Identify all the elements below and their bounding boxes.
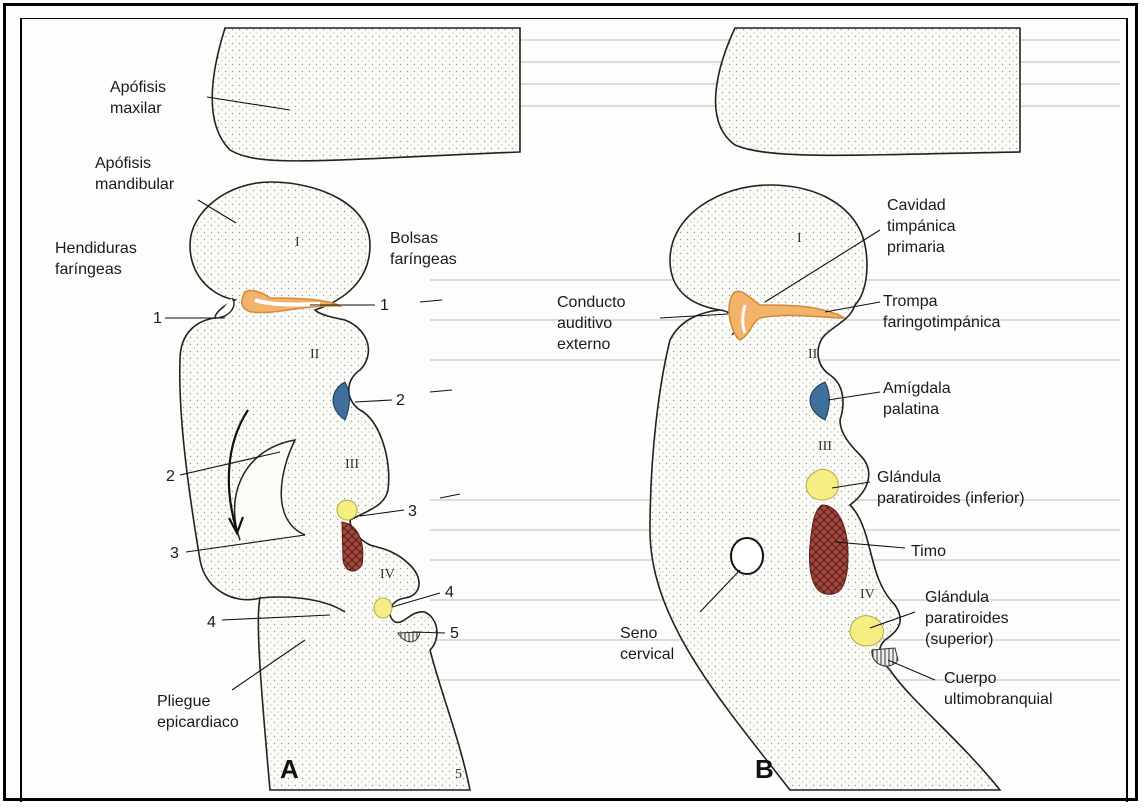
arch-iii-a: III (345, 457, 359, 472)
arches-body-a (180, 182, 470, 790)
parathyroid-inf-label-1: Glándula (877, 469, 941, 486)
parathyroid-sup-label-3: (superior) (925, 631, 993, 648)
panel-b: I II III IV Cavidad timpánica primaria Con… (557, 28, 1053, 790)
ultimobranchial-label-2: ultimobranquial (944, 691, 1053, 708)
parathyroid-sup-label-1: Glándula (925, 589, 989, 606)
tympanic-label-1: Cavidad (887, 197, 946, 214)
panel-a: Apófisis maxilar Apófisis mandibular Hendi… (55, 28, 520, 790)
clefts-label-1: Hendiduras (55, 240, 137, 257)
arch-ii-b: II (808, 347, 818, 362)
cleft-1-number: 1 (153, 310, 162, 327)
pouch-4-number: 4 (445, 584, 454, 601)
canal-label-1: Conducto (557, 294, 626, 311)
parathyroid-inf-label-2: paratiroides (inferior) (877, 490, 1025, 507)
tympanic-label-3: primaria (887, 239, 945, 256)
tonsil-label-1: Amígdala (883, 380, 951, 397)
tube-label-1: Trompa (883, 293, 938, 310)
arch-iii-b: III (818, 439, 832, 454)
arch-i-a: I (295, 235, 300, 250)
page-mark: 5 (455, 767, 462, 782)
pouches-label-1: Bolsas (390, 230, 438, 247)
cleft-4-number: 4 (207, 614, 216, 631)
thymus-label: Timo (911, 543, 946, 560)
pouch-5-number: 5 (450, 625, 459, 642)
epicardial-label-1: Pliegue (157, 693, 210, 710)
pouch-3-parathyroid-a (337, 500, 357, 520)
maxillary-process-b (716, 28, 1020, 155)
tympanic-label-2: timpánica (887, 218, 956, 235)
thymus-a (342, 522, 363, 571)
parathyroid-superior-b (850, 616, 884, 646)
panel-b-letter: B (755, 754, 774, 784)
canal-label-2: auditivo (557, 315, 612, 332)
pouch-4-parathyroid-a (374, 598, 392, 618)
cleft-2-number: 2 (166, 468, 175, 485)
maxillary-process-a (212, 28, 520, 161)
cleft-3-number: 3 (170, 545, 179, 562)
canal-label-3: externo (557, 336, 610, 353)
arch-iv-a: IV (380, 567, 395, 582)
pouch-3-number: 3 (408, 503, 417, 520)
tonsil-label-2: palatina (883, 401, 939, 418)
epicardial-label-2: epicardiaco (157, 714, 239, 731)
parathyroid-sup-label-2: paratiroides (925, 610, 1009, 627)
maxillary-label-2: maxilar (110, 100, 162, 117)
sinus-label-1: Seno (620, 625, 657, 642)
panel-a-letter: A (280, 754, 299, 784)
tube-label-2: faringotimpánica (883, 314, 1001, 331)
arch-iv-b: IV (860, 587, 875, 602)
pouch-2-number: 2 (396, 392, 405, 409)
clefts-label-2: faríngeas (55, 261, 122, 278)
mandibular-label-2: mandibular (95, 176, 175, 193)
arch-ii-a: II (310, 347, 320, 362)
sinus-label-2: cervical (620, 646, 674, 663)
mandibular-label-1: Apófisis (95, 155, 151, 172)
pouch-1-number: 1 (380, 297, 389, 314)
maxillary-label-1: Apófisis (110, 79, 166, 96)
ultimobranchial-label-1: Cuerpo (944, 670, 997, 687)
pouches-label-2: faríngeas (390, 251, 457, 268)
arch-i-b: I (797, 231, 802, 246)
cervical-sinus-b (731, 538, 763, 574)
